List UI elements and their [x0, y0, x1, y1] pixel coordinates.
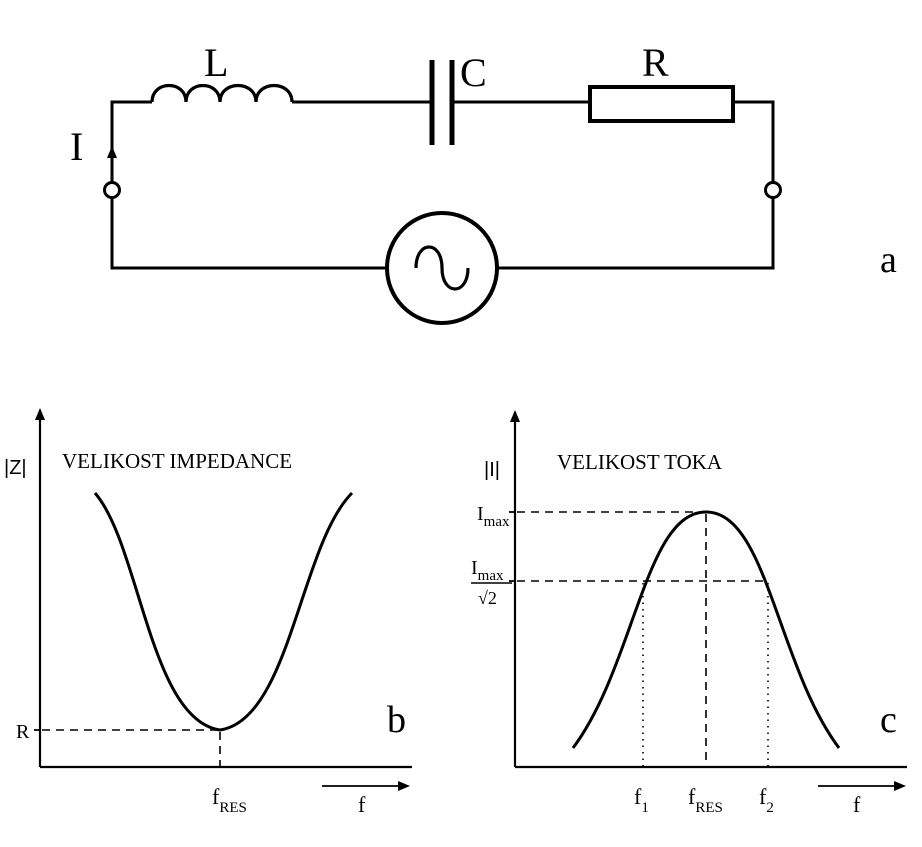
- impedance-y-label: |Z|: [4, 457, 27, 479]
- circuit-panel: L C R I a: [70, 40, 897, 325]
- panel-label-b: b: [387, 699, 406, 741]
- current-label: I: [70, 124, 83, 169]
- terminal-left: [103, 181, 121, 199]
- current-imax-half-label: Imax: [471, 557, 504, 584]
- current-plot: |I| VELIKOST TOKA Imax Imax √2 f1 fRES f…: [471, 410, 907, 817]
- current-f1-label: f1: [634, 784, 649, 816]
- current-fres-label: fRES: [688, 784, 723, 816]
- impedance-r-label: R: [16, 721, 30, 743]
- current-f2-label: f2: [759, 784, 774, 816]
- wire-right-bottom: [497, 198, 775, 270]
- panel-label-c: c: [880, 699, 897, 741]
- resistor-body: [588, 85, 735, 123]
- current-title: VELIKOST TOKA: [557, 450, 723, 474]
- sine-wave-icon: [414, 245, 470, 291]
- impedance-x-label: f: [358, 792, 366, 817]
- current-imax-label: Imax: [477, 503, 510, 530]
- wire-right-top: [733, 100, 775, 182]
- panel-label-a: a: [880, 239, 897, 281]
- wire-left-bottom: [110, 198, 387, 270]
- wire-left-top: [110, 100, 152, 182]
- current-imax-half-denominator: √2: [478, 588, 497, 608]
- inductor-label: L: [204, 40, 228, 85]
- capacitor-label: C: [460, 50, 487, 95]
- current-x-label: f: [853, 792, 861, 817]
- current-y-label: |I|: [484, 459, 500, 481]
- resistor-label: R: [642, 40, 669, 85]
- impedance-plot: |Z| VELIKOST IMPEDANCE R fRES f b: [4, 408, 412, 817]
- impedance-title: VELIKOST IMPEDANCE: [62, 449, 292, 473]
- inductor-coil: [150, 84, 294, 103]
- terminal-right: [764, 181, 782, 199]
- impedance-fres-label: fRES: [212, 784, 247, 816]
- impedance-curve: [93, 491, 354, 732]
